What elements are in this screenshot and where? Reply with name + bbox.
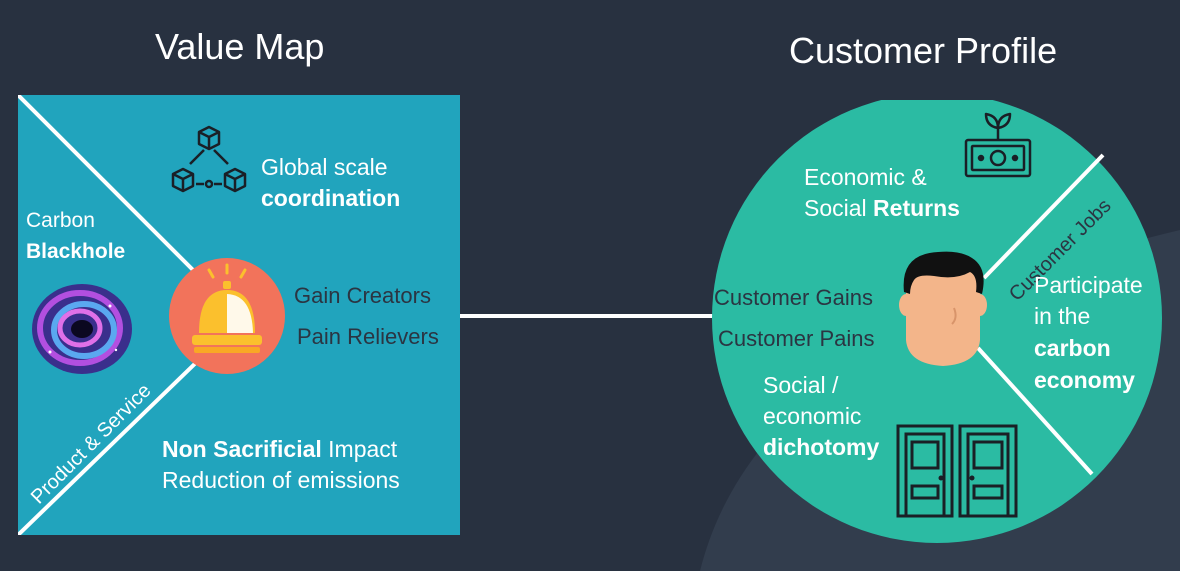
customer-profile-title: Customer Profile — [789, 30, 1058, 71]
value-map-title: Value Map — [155, 26, 325, 67]
blockchain-network-icon — [171, 125, 247, 193]
dichotomy-line2: economic — [763, 403, 862, 429]
value-map-divider-bottom — [18, 351, 208, 535]
customer-pains-label: Customer Pains — [718, 326, 875, 351]
blackhole-line1: Carbon — [26, 209, 95, 232]
customer-gains-label: Customer Gains — [714, 285, 873, 310]
returns-line2: Social Returns — [804, 193, 960, 224]
participate-line1: Participate — [1034, 272, 1143, 298]
participate-line3: carbon — [1034, 335, 1111, 361]
blackhole-line2: Blackhole — [26, 240, 126, 263]
dichotomy-line3: dichotomy — [763, 434, 880, 460]
coordination-line2: coordination — [261, 185, 401, 211]
black-hole-icon — [32, 284, 132, 374]
impact-line1: Non Sacrificial Impact — [162, 434, 397, 465]
impact-rest: Impact — [321, 436, 398, 462]
coordination-line1: Global scale — [261, 154, 388, 180]
returns-bold: Returns — [873, 195, 960, 221]
profile-divider-top — [982, 153, 1105, 280]
double-doors-icon — [896, 424, 1018, 518]
pain-relievers-label: Pain Relievers — [297, 324, 439, 349]
impact-bold: Non Sacrificial — [162, 436, 322, 462]
customer-avatar-icon — [899, 251, 987, 366]
profile-divider-bottom — [976, 346, 1094, 476]
returns-line1: Economic & — [804, 164, 927, 190]
service-bell-icon — [169, 258, 285, 374]
impact-line2: Reduction of emissions — [162, 467, 400, 493]
participate-line2: in the — [1034, 303, 1091, 329]
dichotomy-line1: Social / — [763, 372, 839, 398]
money-plant-icon — [964, 112, 1032, 178]
gain-creators-label: Gain Creators — [294, 283, 431, 308]
value-map-divider-top — [18, 95, 223, 300]
returns-prefix: Social — [804, 195, 874, 221]
participate-line4: economy — [1034, 367, 1135, 393]
